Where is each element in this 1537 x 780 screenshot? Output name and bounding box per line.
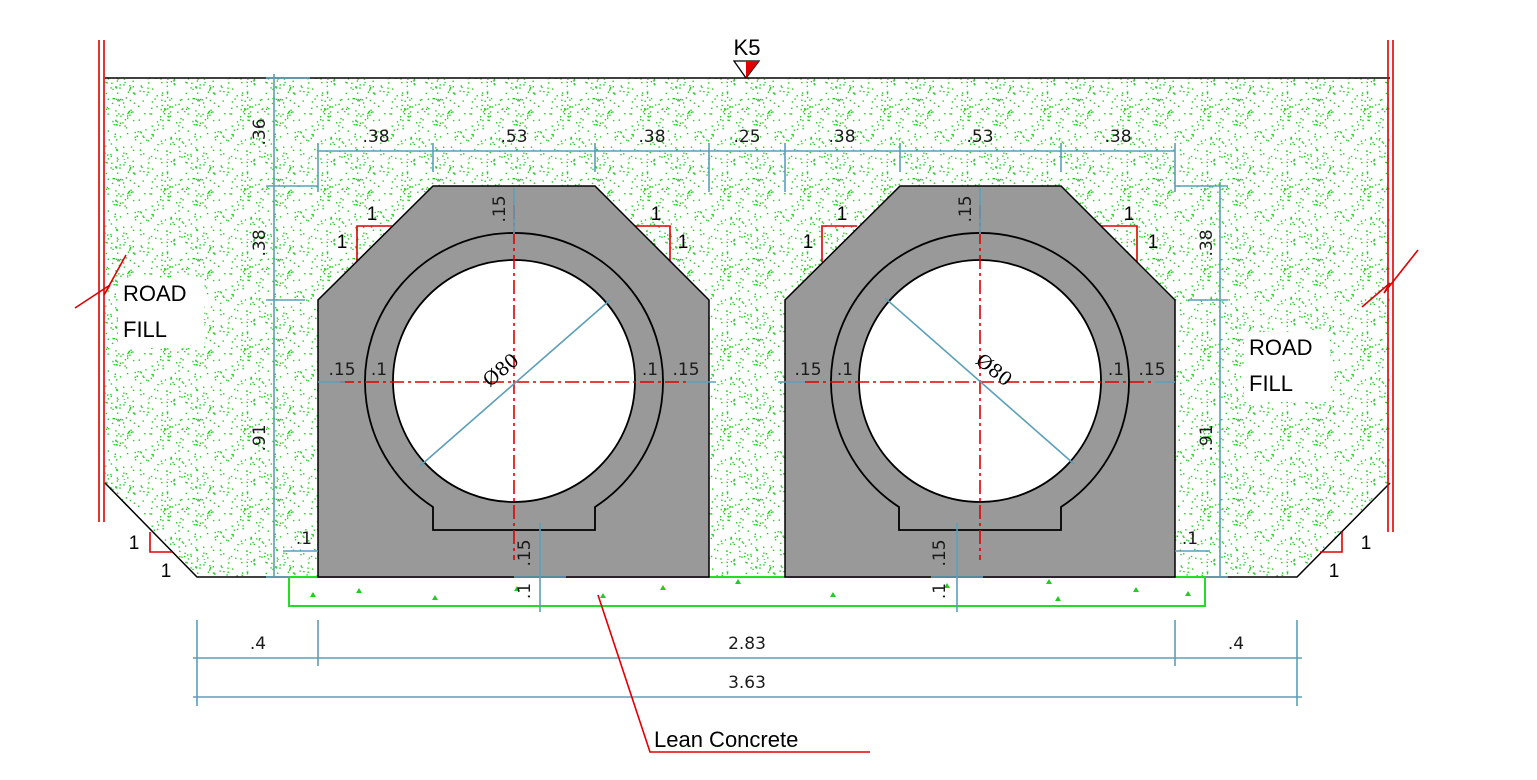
svg-text:.38: .38	[1197, 229, 1217, 256]
road-fill-label-left: ROAD FILL	[123, 281, 187, 342]
k5-triangle-fill	[746, 61, 759, 78]
lean-concrete-callout: Lean Concrete	[597, 594, 870, 753]
svg-text:.36: .36	[250, 118, 270, 145]
svg-text:.53: .53	[500, 127, 527, 147]
svg-text:1: 1	[1329, 561, 1340, 582]
svg-text:.4: .4	[250, 634, 266, 654]
road-fill-area	[105, 78, 1390, 577]
svg-text:1: 1	[367, 204, 378, 225]
svg-text:.38: .38	[250, 229, 270, 256]
svg-text:.1: .1	[930, 583, 950, 599]
svg-text:.53: .53	[966, 127, 993, 147]
culvert-cell-left	[317, 185, 710, 578]
svg-text:.1: .1	[515, 583, 535, 599]
svg-text:.15: .15	[930, 539, 950, 566]
svg-text:1: 1	[161, 561, 172, 582]
right-break-line	[1361, 40, 1419, 532]
svg-text:.15: .15	[794, 360, 821, 380]
svg-text:FILL: FILL	[1249, 371, 1293, 396]
top-dimension-texts: .38 .53 .38 .25 .38 .53 .38	[362, 127, 1131, 147]
k5-label: K5	[734, 35, 761, 60]
label-clearing-right	[1244, 332, 1330, 402]
pipe-shell-right	[830, 232, 1130, 531]
base-dimension-texts: .4 2.83 .4 3.63	[250, 634, 1244, 693]
svg-text:.1: .1	[371, 360, 387, 380]
diameter-line-left	[419, 299, 611, 467]
road-fill-label-right: ROAD FILL	[1249, 335, 1313, 396]
label-clearing-left	[118, 278, 204, 348]
diameter-line-right	[884, 297, 1075, 465]
dimension-lines	[193, 74, 1302, 706]
svg-text:.1: .1	[1108, 360, 1124, 380]
vertical-dimension-texts: .36 .38 .91 .38 .91 .15 .15 .15 .15 .1 .…	[250, 118, 1217, 599]
svg-text:1: 1	[678, 232, 689, 253]
left-break-line	[74, 40, 127, 522]
slope-labels: 1 1 1 1 1 1 1 1 1 1 1 1	[129, 204, 1372, 582]
svg-text:.15: .15	[1138, 360, 1165, 380]
svg-text:2.83: 2.83	[728, 634, 766, 654]
slope-triangles	[149, 225, 1343, 553]
svg-text:.38: .38	[828, 127, 855, 147]
svg-text:.91: .91	[1197, 424, 1217, 451]
overall-width-text: 3.63	[728, 673, 766, 693]
lean-concrete-label: Lean Concrete	[654, 727, 798, 752]
culvert-cell-right	[784, 185, 1176, 578]
lean-concrete-speckles	[310, 579, 1191, 601]
svg-text:1: 1	[803, 232, 814, 253]
svg-text:1: 1	[1361, 533, 1372, 554]
svg-text:.1: .1	[296, 529, 312, 549]
svg-text:FILL: FILL	[123, 317, 167, 342]
svg-text:.15: .15	[328, 360, 355, 380]
svg-text:.38: .38	[362, 127, 389, 147]
k5-marker: K5	[732, 35, 761, 80]
lean-concrete-layer	[288, 576, 1206, 607]
svg-text:.38: .38	[638, 127, 665, 147]
svg-text:ROAD: ROAD	[1249, 335, 1313, 360]
svg-text:1: 1	[337, 232, 348, 253]
svg-text:ROAD: ROAD	[123, 281, 187, 306]
svg-text:.4: .4	[1228, 634, 1244, 654]
svg-text:.15: .15	[490, 195, 510, 222]
svg-text:.15: .15	[515, 539, 535, 566]
svg-text:1: 1	[1148, 232, 1159, 253]
svg-text:.1: .1	[837, 360, 853, 380]
svg-text:.25: .25	[733, 127, 760, 147]
svg-text:.38: .38	[1104, 127, 1131, 147]
pipe-shell-left	[364, 232, 664, 531]
svg-text:1: 1	[1124, 204, 1135, 225]
svg-text:.1: .1	[1182, 529, 1198, 549]
wall-thickness-texts: .15 .1 .1 .15 .15 .1 .1 .15 .1 .1	[296, 360, 1198, 549]
svg-text:.15: .15	[956, 195, 976, 222]
svg-text:.91: .91	[250, 424, 270, 451]
svg-text:.15: .15	[672, 360, 699, 380]
svg-text:.1: .1	[642, 360, 658, 380]
svg-text:1: 1	[651, 204, 662, 225]
svg-text:1: 1	[837, 204, 848, 225]
svg-text:1: 1	[129, 533, 140, 554]
